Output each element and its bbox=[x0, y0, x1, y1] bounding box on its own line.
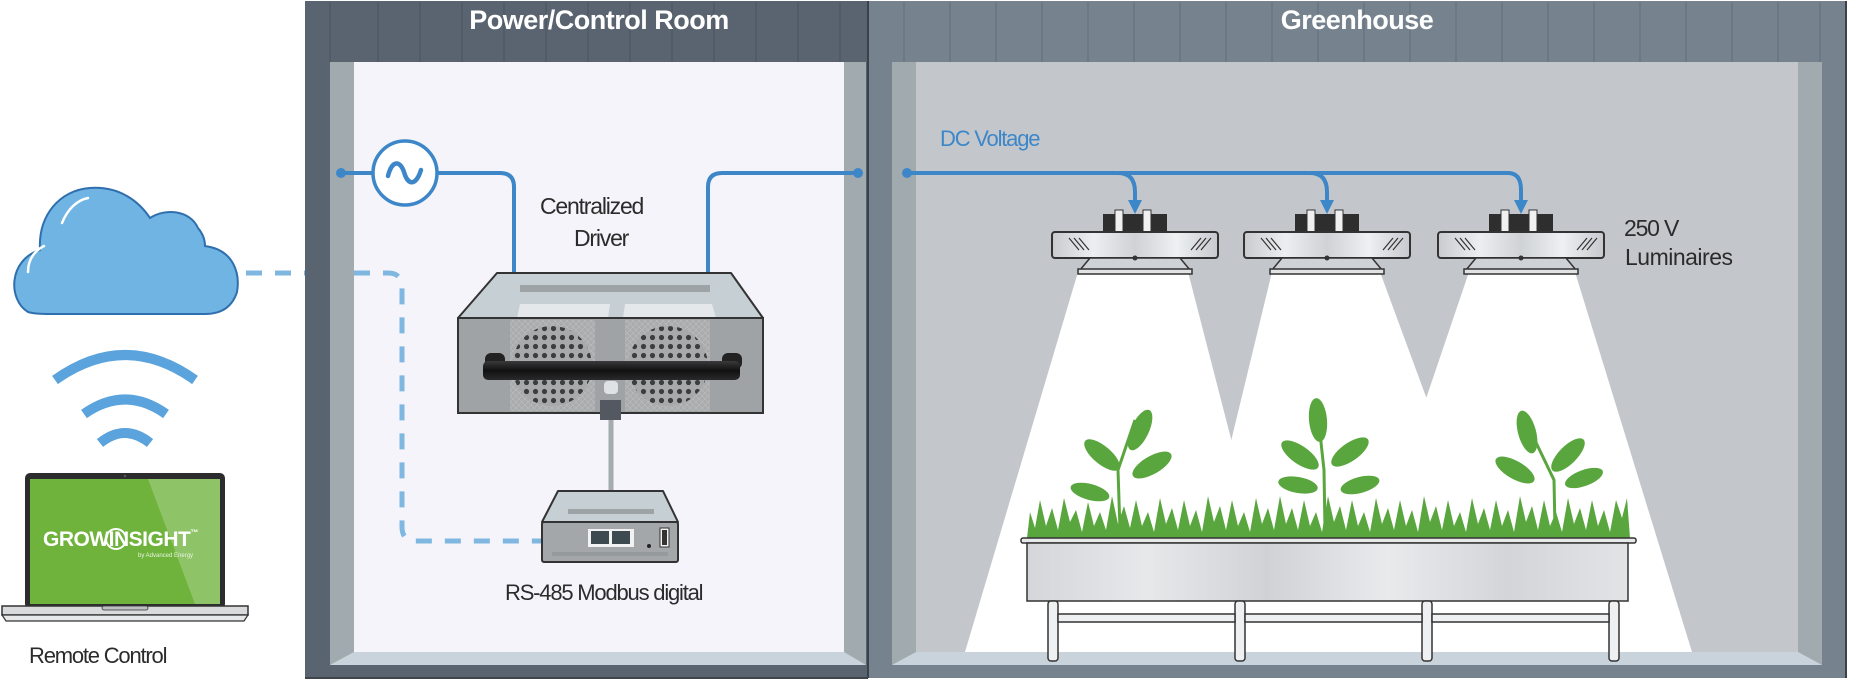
leaf-icon bbox=[105, 528, 127, 550]
greenhouse-header-slats bbox=[903, 2, 1821, 62]
control-room-title: Power/Control Room bbox=[469, 5, 729, 35]
growinsight-logo: GROWINSIGHT™ bbox=[43, 528, 198, 552]
planting-trough bbox=[1020, 537, 1637, 662]
arrow-down-icon bbox=[1514, 200, 1528, 214]
arrow-down-icon bbox=[1320, 200, 1334, 214]
modbus-gateway bbox=[541, 490, 679, 563]
logo-grow: GROW bbox=[43, 528, 109, 551]
centralized-driver bbox=[457, 272, 764, 420]
trough-legs bbox=[1047, 600, 1620, 662]
dc-wiring bbox=[706, 171, 1523, 275]
ac-wiring bbox=[341, 171, 516, 275]
cloud-icon bbox=[13, 186, 239, 315]
driver-handle bbox=[483, 361, 740, 380]
control-room-floor bbox=[330, 652, 866, 665]
driver-connector bbox=[600, 400, 621, 420]
logo-tm: ™ bbox=[190, 528, 198, 537]
data-link-dashed bbox=[246, 270, 542, 544]
dc-wire-terminal-out bbox=[853, 168, 863, 178]
luminaire-3 bbox=[1437, 209, 1605, 275]
luminaire-1 bbox=[1051, 209, 1219, 275]
dc-voltage-label: DC Voltage bbox=[940, 126, 1041, 151]
remote-control-label: Remote Control bbox=[29, 643, 167, 668]
greenhouse-title: Greenhouse bbox=[1280, 5, 1434, 35]
plant-3 bbox=[1495, 410, 1603, 531]
centralized-driver-label-line2: Driver bbox=[574, 225, 629, 251]
ac-wire-terminal bbox=[336, 168, 346, 178]
luminaires-label-line2: Luminaires bbox=[1625, 244, 1733, 270]
ethernet-port-icon bbox=[591, 531, 609, 544]
usb-port-icon bbox=[662, 530, 667, 545]
logo-sight: SIGHT bbox=[128, 528, 191, 551]
grass bbox=[1027, 496, 1630, 538]
control-room-base-line bbox=[305, 677, 868, 679]
ac-source-sine-icon bbox=[371, 139, 439, 207]
dc-wire-terminal-in bbox=[902, 168, 912, 178]
logo-subtitle: by Advanced Energy bbox=[138, 553, 194, 559]
control-room-header-slats bbox=[329, 2, 841, 62]
logo-in: IN bbox=[108, 528, 130, 551]
arrow-down-icon bbox=[1128, 200, 1142, 214]
ethernet-port-icon bbox=[612, 531, 630, 544]
centralized-driver-label-line1: Centralized bbox=[540, 193, 644, 219]
wifi-icon bbox=[52, 350, 198, 448]
luminaires-label-line1: 250 V bbox=[1624, 215, 1679, 241]
modbus-label: RS-485 Modbus digital bbox=[505, 580, 704, 605]
plant-2 bbox=[1278, 398, 1380, 531]
luminaire-2 bbox=[1243, 209, 1411, 275]
plant-1 bbox=[1070, 409, 1172, 531]
laptop-icon bbox=[0, 473, 250, 622]
greenhouse-floor bbox=[892, 652, 1822, 665]
